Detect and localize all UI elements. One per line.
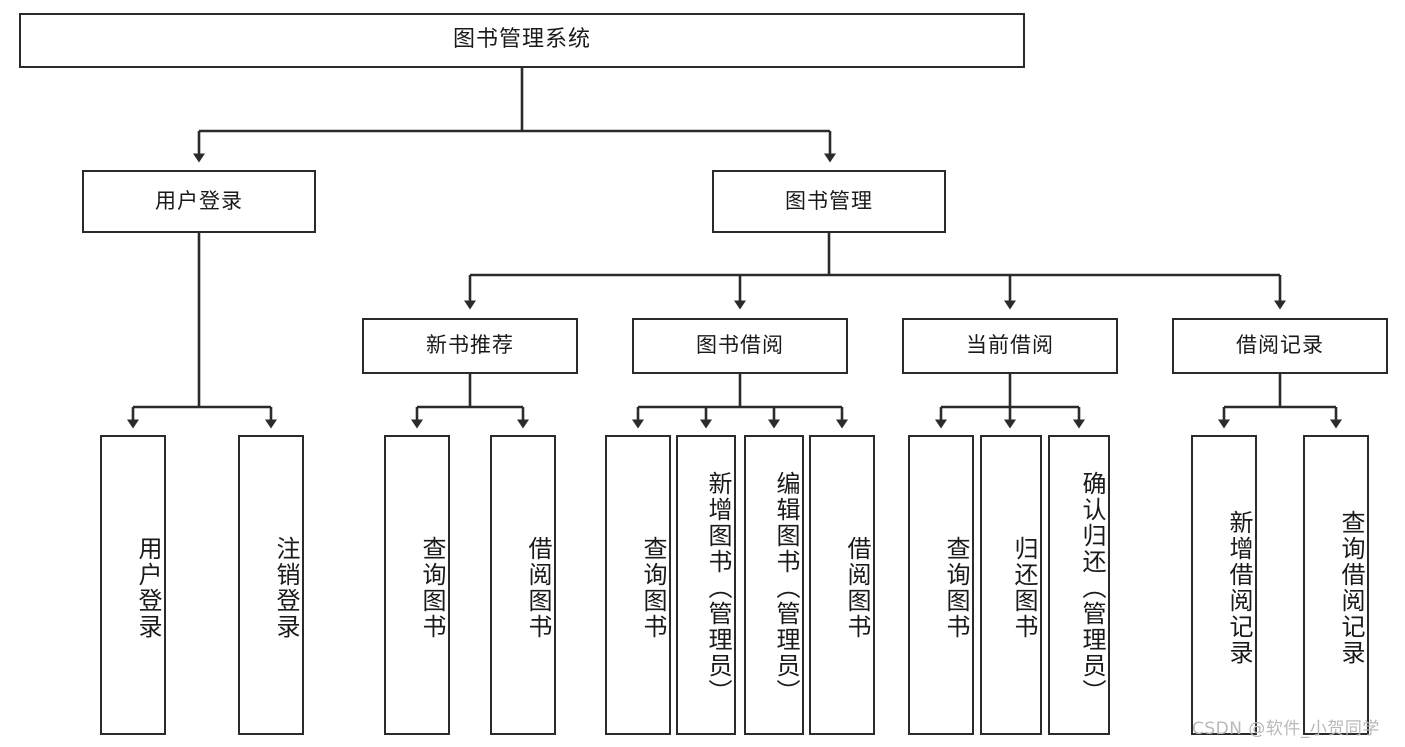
node-label: 当前借阅 <box>966 333 1054 358</box>
node-label: 查询图书 <box>639 536 667 640</box>
node-label: 查询图书 <box>418 536 446 640</box>
node-label: 图书管理系统 <box>452 27 591 53</box>
node-label: 借阅图书 <box>524 536 552 640</box>
leaf-return-book[interactable]: 归还图书 <box>980 435 1042 735</box>
node-label: 用户登录 <box>155 188 243 213</box>
node-root-system[interactable]: 图书管理系统 <box>19 13 1025 68</box>
node-label: 确认归还（管理员） <box>1078 471 1106 705</box>
node-user-login[interactable]: 用户登录 <box>82 170 316 233</box>
node-label: 用户登录 <box>134 536 162 640</box>
leaf-confirm-return-admin[interactable]: 确认归还（管理员） <box>1048 435 1110 735</box>
csdn-watermark: CSDN @软件_小贺同学 <box>1192 719 1380 739</box>
leaf-edit-book-admin[interactable]: 编辑图书（管理员） <box>744 435 804 735</box>
leaf-query-borrow-record[interactable]: 查询借阅记录 <box>1303 435 1369 735</box>
node-label: 查询图书 <box>942 536 970 640</box>
node-label: 编辑图书（管理员） <box>772 471 800 705</box>
node-new-book-recommend[interactable]: 新书推荐 <box>362 318 578 374</box>
node-label: 新书推荐 <box>426 333 514 358</box>
node-label: 新增借阅记录 <box>1225 510 1253 666</box>
leaf-borrow-book[interactable]: 借阅图书 <box>809 435 875 735</box>
leaf-logout[interactable]: 注销登录 <box>238 435 304 735</box>
leaf-query-book-borrow[interactable]: 查询图书 <box>605 435 671 735</box>
leaf-user-login[interactable]: 用户登录 <box>100 435 166 735</box>
node-current-borrow[interactable]: 当前借阅 <box>902 318 1118 374</box>
leaf-add-borrow-record[interactable]: 新增借阅记录 <box>1191 435 1257 735</box>
leaf-add-book-admin[interactable]: 新增图书（管理员） <box>676 435 736 735</box>
node-label: 借阅图书 <box>843 536 871 640</box>
node-label: 借阅记录 <box>1236 333 1324 358</box>
leaf-query-book-new[interactable]: 查询图书 <box>384 435 450 735</box>
node-label: 图书管理 <box>785 188 873 213</box>
node-book-management[interactable]: 图书管理 <box>712 170 946 233</box>
node-label: 图书借阅 <box>696 333 784 358</box>
leaf-query-book-current[interactable]: 查询图书 <box>908 435 974 735</box>
node-label: 归还图书 <box>1010 536 1038 640</box>
leaf-borrow-book-new[interactable]: 借阅图书 <box>490 435 556 735</box>
node-label: 查询借阅记录 <box>1337 510 1365 666</box>
node-label: 注销登录 <box>272 536 300 640</box>
node-book-borrow[interactable]: 图书借阅 <box>632 318 848 374</box>
node-borrow-records[interactable]: 借阅记录 <box>1172 318 1388 374</box>
node-label: 新增图书（管理员） <box>704 471 732 705</box>
